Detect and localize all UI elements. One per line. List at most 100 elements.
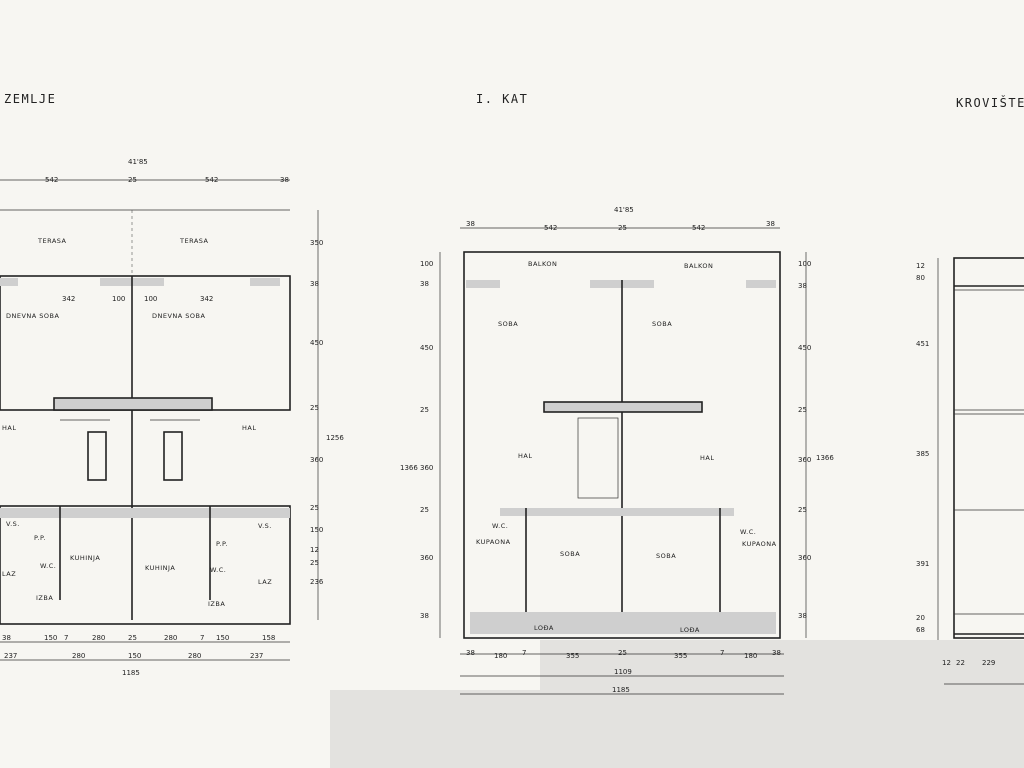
- room-label: P.P.: [34, 534, 46, 542]
- dim-bottom-total: 1185: [122, 669, 140, 677]
- room-label: W.C.: [40, 562, 56, 570]
- dim-left: 12: [916, 262, 925, 270]
- dim-bottom: 7: [720, 649, 724, 657]
- dim-top-total: 41'85: [128, 158, 148, 166]
- dim-left: 68: [916, 626, 925, 634]
- dim-top: 542: [544, 224, 557, 232]
- dim-bottom-total: 1185: [612, 686, 630, 694]
- dim-bottom: 38: [466, 649, 475, 657]
- room-label: DNEVNA SOBA: [152, 312, 205, 320]
- dim-right: 1366: [816, 454, 834, 462]
- dim-bottom: 355: [566, 652, 579, 660]
- dim-bottom: 25: [128, 634, 137, 642]
- dim-left: 450: [420, 344, 433, 352]
- room-label: KUHINJA: [70, 554, 100, 562]
- dim-bottom: 150: [128, 652, 141, 660]
- dim-bottom: 7: [522, 649, 526, 657]
- plan-first-floor: 41'85 38 542 25 542 38 BALKON BALKON SOB…: [400, 206, 834, 695]
- dim-inner: 342: [62, 295, 75, 303]
- dim-bottom: 237: [250, 652, 263, 660]
- dim-top: 542: [205, 176, 218, 184]
- room-label: IZBA: [36, 594, 53, 602]
- dim-right: 38: [798, 612, 807, 620]
- room-label: V.S.: [6, 520, 20, 528]
- room-label: P.P.: [216, 540, 228, 548]
- plan-roof: 12 80 451 385 391 20 68 12 22 229: [916, 257, 1024, 685]
- room-label: LOĐA: [680, 626, 700, 634]
- dim-right: 360: [798, 456, 811, 464]
- dim-left: 360: [420, 464, 433, 472]
- room-label: LOĐA: [534, 624, 554, 632]
- dim-right: 25: [310, 404, 319, 412]
- dim-left: 385: [916, 450, 929, 458]
- dim-left: 38: [420, 612, 429, 620]
- dim-bottom: 180: [744, 652, 757, 660]
- dim-bottom: 150: [216, 634, 229, 642]
- room-label: W.C.: [740, 528, 756, 536]
- plan-title-roof: KROVIŠTE: [956, 96, 1024, 110]
- dim-left: 451: [916, 340, 929, 348]
- room-label: DNEVNA SOBA: [6, 312, 59, 320]
- dim-top: 38: [280, 176, 289, 184]
- room-label: W.C.: [492, 522, 508, 530]
- paper-grain: [330, 640, 1024, 768]
- dim-top-total: 41'85: [614, 206, 634, 214]
- dim-bottom: 280: [92, 634, 105, 642]
- dim-bottom: 237: [4, 652, 17, 660]
- room-label: KUPAONA: [476, 538, 511, 546]
- room-label: W.C.: [210, 566, 226, 574]
- room-label: HAL: [700, 454, 714, 462]
- dim-left: 25: [420, 506, 429, 514]
- dim-right: 450: [798, 344, 811, 352]
- room-label: V.S.: [258, 522, 272, 530]
- dim-bottom: 280: [164, 634, 177, 642]
- dim-right: 25: [798, 406, 807, 414]
- dim-inner: 100: [144, 295, 157, 303]
- plan-ground: 41'85 542 25 542 38 TERASA TERASA 342 10…: [0, 158, 344, 677]
- room-label: KUHINJA: [145, 564, 175, 572]
- dim-left: 1366: [400, 464, 418, 472]
- dim-bottom: 12: [942, 659, 951, 667]
- dim-bottom: 7: [64, 634, 68, 642]
- dim-right: 360: [310, 456, 323, 464]
- dim-inner: 100: [112, 295, 125, 303]
- room-label: LAZ: [258, 578, 272, 586]
- dim-right: 25: [798, 506, 807, 514]
- dim-left: 360: [420, 554, 433, 562]
- dim-right: 38: [310, 280, 319, 288]
- dim-left: 391: [916, 560, 929, 568]
- dim-bottom: 158: [262, 634, 275, 642]
- dim-left: 38: [420, 280, 429, 288]
- dim-right: 236: [310, 578, 324, 586]
- room-label: BALKON: [528, 260, 557, 268]
- dim-bottom: 180: [494, 652, 507, 660]
- dim-bottom: 355: [674, 652, 687, 660]
- dim-top: 542: [692, 224, 705, 232]
- dim-top: 25: [128, 176, 137, 184]
- room-label: LAZ: [2, 570, 16, 578]
- dim-left: 25: [420, 406, 429, 414]
- dim-bottom: 150: [44, 634, 57, 642]
- dim-right: 25: [310, 559, 319, 567]
- plan-title-ground: ZEMLJE: [4, 92, 57, 106]
- room-label: SOBA: [656, 552, 676, 560]
- room-label: HAL: [2, 424, 16, 432]
- dim-right: 350: [310, 239, 323, 247]
- room-label: SOBA: [498, 320, 518, 328]
- dim-right: 38: [798, 282, 807, 290]
- dim-left: 80: [916, 274, 925, 282]
- dim-right: 360: [798, 554, 811, 562]
- room-label: SOBA: [560, 550, 580, 558]
- dim-bottom: 280: [72, 652, 85, 660]
- dim-right: 450: [310, 339, 323, 347]
- plan-title-first-floor: I. KAT: [476, 92, 529, 106]
- dim-right: 12: [310, 546, 319, 554]
- dim-right: 150: [310, 526, 323, 534]
- room-label: TERASA: [37, 237, 67, 245]
- dim-bottom: 38: [772, 649, 781, 657]
- room-label: HAL: [518, 452, 532, 460]
- dim-right: 1256: [326, 434, 344, 442]
- dim-bottom: 22: [956, 659, 965, 667]
- dim-top: 38: [466, 220, 475, 228]
- dim-bottom: 280: [188, 652, 201, 660]
